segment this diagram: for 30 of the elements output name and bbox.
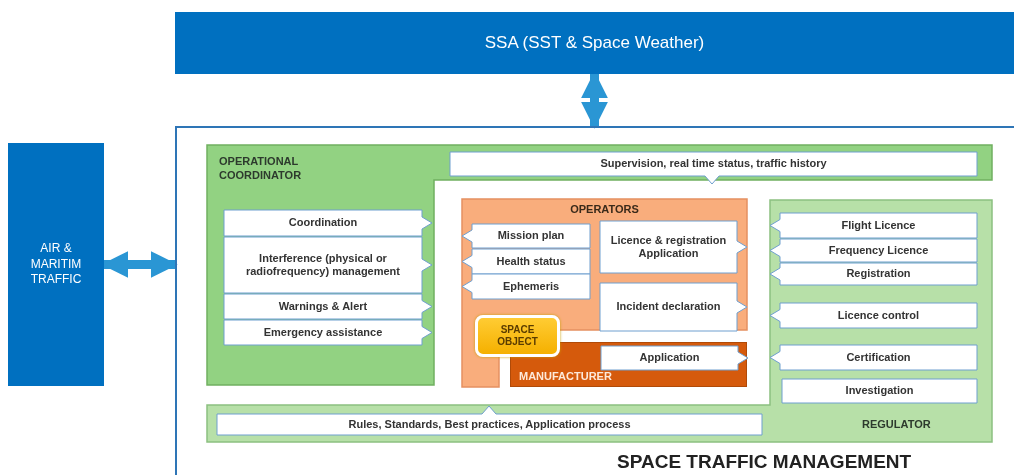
box-label: Incident declaration	[616, 300, 721, 314]
section-heading: SPACE TRAFFIC MANAGEMENT	[617, 450, 912, 474]
box-label: Rules, Standards, Best practices, Application process	[348, 417, 631, 432]
box-label: Supervision, real time status, traffic history	[600, 157, 827, 171]
section-heading: OPERATIONAL COORDINATOR	[219, 155, 303, 183]
box-label: Application	[639, 351, 700, 365]
box-label: Warnings & Alert	[278, 299, 368, 314]
banner-label: SSA (SST & Space Weather)	[483, 31, 706, 54]
box-label: Health status	[496, 254, 566, 269]
system-frame	[175, 126, 1014, 475]
banner-label: AIR & MARITIM TRAFFIC	[29, 241, 83, 288]
box-label: Flight Licence	[841, 218, 916, 233]
box-label: Emergency assistance	[263, 325, 383, 340]
section-heading: REGULATOR	[862, 418, 931, 432]
box-label: Licence & registration Application	[609, 233, 728, 261]
box-label: Interference (physical or radiofrequency) management	[244, 251, 401, 279]
box-label: Coordination	[288, 216, 358, 230]
box-label: Ephemeris	[502, 279, 560, 294]
box-label: Licence control	[837, 308, 920, 323]
banner-box	[175, 12, 1014, 74]
object-label: SPACE OBJECT	[496, 323, 539, 349]
box-label: Certification	[846, 350, 911, 365]
banner-box	[8, 143, 104, 386]
box-label: Frequency Licence	[828, 243, 929, 258]
object-badge	[475, 315, 560, 357]
section-heading: OPERATORS	[569, 203, 640, 217]
box-label: Mission plan	[497, 229, 565, 243]
box-label: Registration	[846, 267, 911, 281]
section-heading: MANUFACTURER	[519, 370, 612, 384]
box-label: Investigation	[845, 384, 914, 398]
